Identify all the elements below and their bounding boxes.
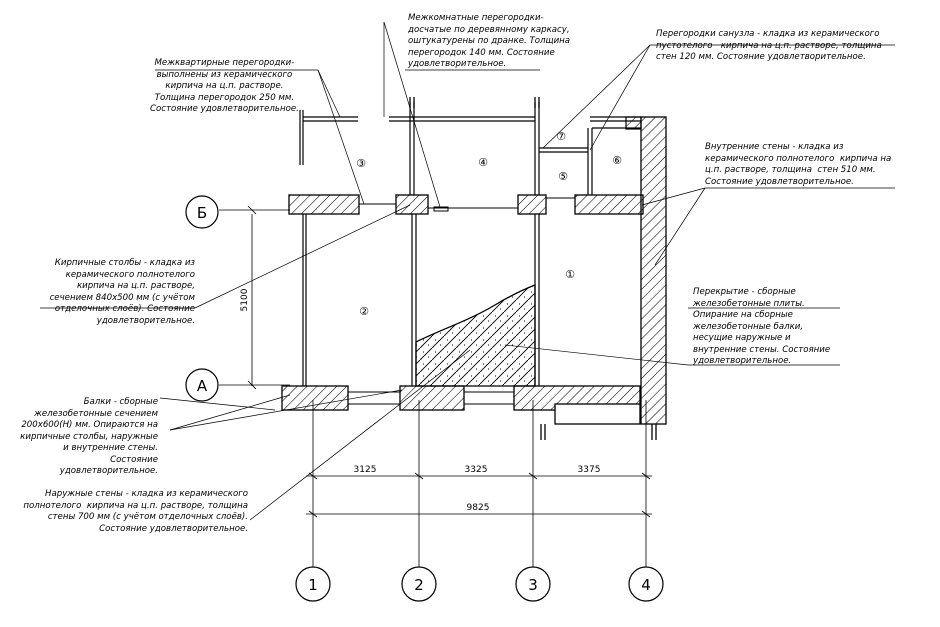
note-brick-columns: Кирпичные столбы - кладка из керамическо…: [49, 258, 195, 326]
top-partitions: [299, 102, 642, 195]
axis-label-4: 4: [641, 576, 651, 594]
room-6: ⑥: [612, 154, 622, 167]
dimension-texts: 3125 3325 3375 9825 5100: [240, 288, 600, 513]
room-3: ③: [356, 157, 366, 170]
axis-label-2: 2: [414, 576, 424, 594]
note-outer-walls: Наружные стены - кладка из керамического…: [23, 489, 248, 534]
room-5: ⑤: [558, 170, 568, 183]
floor-slab-region: [415, 284, 536, 387]
room-1: ①: [565, 268, 575, 281]
note-bathroom-partitions: Перегородки санузла - кладка из керамиче…: [656, 29, 882, 62]
leader-lines: [40, 21, 895, 521]
note-interior-partitions: Межкомнатные перегородки- досчатые по де…: [408, 13, 571, 69]
dim-bay-3: 3375: [578, 465, 601, 475]
axis-bubbles: [185, 195, 664, 602]
outer-wall: [640, 116, 667, 425]
dim-bay-1: 3125: [354, 465, 377, 475]
room-7: ⑦: [556, 130, 566, 143]
room-4: ④: [478, 156, 488, 169]
axis-label-1: 1: [308, 576, 318, 594]
axis-label-3: 3: [528, 576, 538, 594]
bathroom-partitions: [539, 127, 641, 195]
dimension-lines: [247, 205, 652, 518]
dim-bay-2: 3325: [465, 465, 488, 475]
dim-height: 5100: [240, 288, 250, 311]
note-floor-slab: Перекрытие - сборные железобетонные плит…: [693, 287, 831, 366]
note-inner-walls: Внутренние стены - кладка из керамическо…: [705, 142, 892, 187]
axis-label-b: Б: [197, 204, 207, 222]
note-apartment-partitions: Межквартирные перегородки- выполнены из …: [150, 58, 299, 114]
dim-total: 9825: [467, 503, 490, 513]
inner-wall-b: [288, 194, 644, 215]
room-2: ②: [359, 305, 369, 318]
section-marks: [409, 97, 657, 440]
outer-wall-a: [281, 385, 641, 425]
axis-lines: [219, 209, 647, 568]
axis-labels: 1 2 3 4 Б А: [197, 204, 651, 594]
room-numbers: ① ② ③ ④ ⑤ ⑥ ⑦: [356, 130, 622, 318]
note-beams: Балки - сборные железобетонные сечением …: [20, 397, 158, 476]
axis-label-a: А: [197, 377, 208, 395]
